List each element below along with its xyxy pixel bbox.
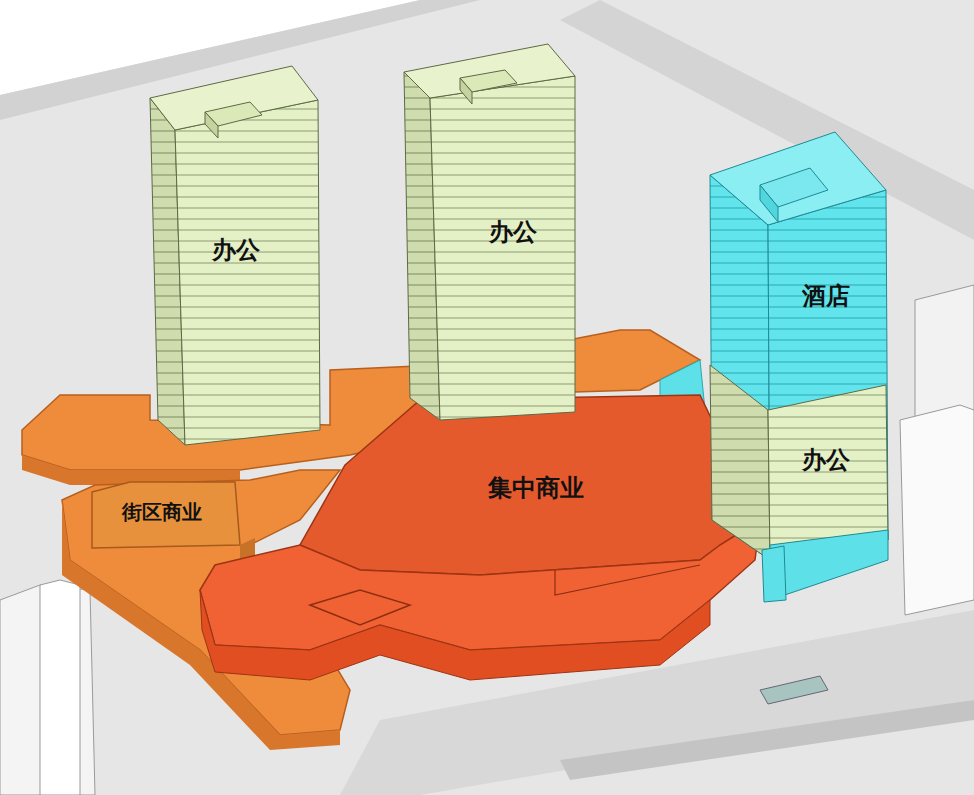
neighbour-building bbox=[40, 580, 80, 795]
central-mall: 集中商业 bbox=[484, 470, 588, 506]
tower-roof bbox=[150, 66, 318, 130]
tower-face bbox=[430, 76, 575, 420]
roof-line bbox=[555, 565, 700, 595]
tower-side bbox=[710, 365, 770, 560]
road bbox=[560, 0, 974, 240]
tower-side bbox=[710, 175, 770, 560]
office-block: 办公 bbox=[798, 442, 854, 478]
area-label: 街区商业 bbox=[122, 499, 202, 526]
street-retail-block bbox=[92, 482, 240, 548]
area-label: 集中商业 bbox=[488, 472, 584, 504]
area-label: 办公 bbox=[802, 444, 850, 476]
podium-edge bbox=[22, 455, 240, 485]
hotel-block: 酒店 bbox=[798, 278, 854, 314]
mall-facade bbox=[200, 590, 710, 680]
street-retail: 街区商业 bbox=[118, 497, 206, 528]
roof-plant bbox=[760, 185, 778, 222]
tower-roof bbox=[710, 132, 886, 225]
office-tower: 办公 bbox=[208, 232, 264, 268]
roof-skylight bbox=[310, 590, 410, 625]
roof-plant bbox=[460, 78, 472, 104]
tower-base bbox=[770, 530, 888, 600]
office-tower: 办公 bbox=[485, 214, 541, 250]
mall-roof bbox=[300, 395, 760, 575]
neighbour-building bbox=[900, 405, 974, 615]
area-label: 酒店 bbox=[802, 280, 850, 312]
tower-face bbox=[175, 100, 320, 445]
tower-base bbox=[762, 546, 786, 602]
entrance-kiosk bbox=[760, 676, 828, 704]
area-label: 办公 bbox=[212, 234, 260, 266]
road-marking bbox=[560, 700, 974, 780]
tower-face bbox=[768, 190, 888, 560]
roof-plant bbox=[205, 112, 218, 138]
area-label: 办公 bbox=[489, 216, 537, 248]
tower-roof bbox=[404, 44, 575, 98]
